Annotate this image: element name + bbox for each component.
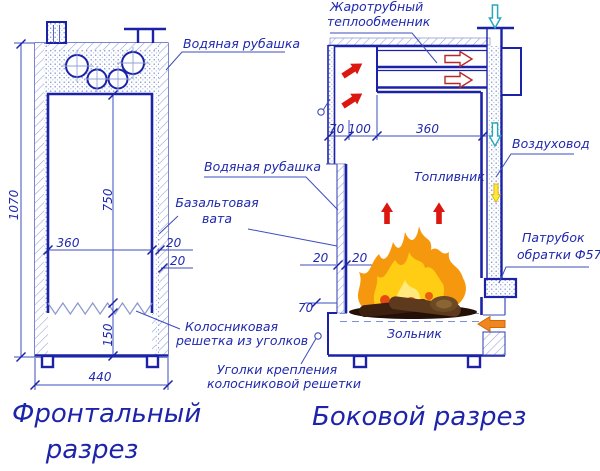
label-water-jacket-mid: Водяная рубашка <box>204 159 322 174</box>
dim-firebox-height: 750 <box>101 188 115 212</box>
caption-frontal-1: Фронтальный <box>12 399 202 429</box>
dim-top-c: 360 <box>416 122 439 136</box>
label-water-jacket-top: Водяная рубашка <box>183 36 301 51</box>
dim-total-height: 1070 <box>7 189 21 221</box>
dim-top-a: 70 <box>329 122 345 136</box>
water-outlet-stub <box>46 21 67 44</box>
flame-icon <box>349 226 477 319</box>
label-basalt-2: вата <box>202 211 232 226</box>
dim-wall-b: 20 <box>170 254 186 268</box>
chimney-stub <box>124 27 166 43</box>
firebox-up-arrow-icon <box>381 202 445 224</box>
label-heat-exchanger-1: Жаротрубный <box>330 0 424 14</box>
flue-gas-rise-arrow-icon <box>339 58 366 112</box>
circle-crosshairs <box>61 47 149 92</box>
frontal-dimension-lines <box>14 42 193 390</box>
grate-zigzag <box>47 301 153 316</box>
label-return-pipe-2: обратки Ф57 <box>517 247 600 262</box>
label-ash-pan: Зольник <box>387 326 442 341</box>
caption-frontal-2: разрез <box>45 435 139 465</box>
dim-total-width: 440 <box>88 370 112 384</box>
label-firebox: Топливник <box>414 169 485 184</box>
side-dim-ticks <box>310 130 489 309</box>
label-mount-angles-2: колосниковой решетки <box>207 376 362 391</box>
side-section-drawing <box>158 4 589 369</box>
label-air-duct: Воздуховод <box>512 136 590 151</box>
air-inlet-arrow-icon <box>477 316 506 332</box>
side-leaders <box>158 32 589 365</box>
dim-side-wall-b: 20 <box>352 251 368 265</box>
frontal-dim-ticks <box>15 38 174 391</box>
frontal-section-drawing <box>14 21 285 391</box>
return-pipe-stub <box>483 277 518 299</box>
dim-ash-step: 70 <box>298 301 314 315</box>
label-basalt-1: Базальтовая <box>175 195 259 210</box>
label-mount-angles-1: Уголки крепления <box>216 362 338 377</box>
dim-side-wall-a: 20 <box>313 251 329 265</box>
logs <box>349 296 477 319</box>
frontal-leaders <box>135 51 285 330</box>
fire-tubes <box>377 49 487 94</box>
dim-top-b: 100 <box>348 122 371 136</box>
dim-ash-height: 150 <box>101 323 115 347</box>
tube-flow-arrow-icon <box>444 50 473 89</box>
label-return-pipe-1: Патрубок <box>522 230 585 245</box>
label-grate-1: Колосниковая <box>185 319 279 334</box>
dim-firebox-width: 360 <box>56 236 80 250</box>
caption-side: Боковой разрез <box>312 402 527 432</box>
side-dimension-lines <box>300 95 487 304</box>
label-heat-exchanger-2: теплообменник <box>327 14 431 29</box>
dim-wall-a: 20 <box>166 236 182 250</box>
label-grate-2: решетка из уголков <box>176 333 309 348</box>
